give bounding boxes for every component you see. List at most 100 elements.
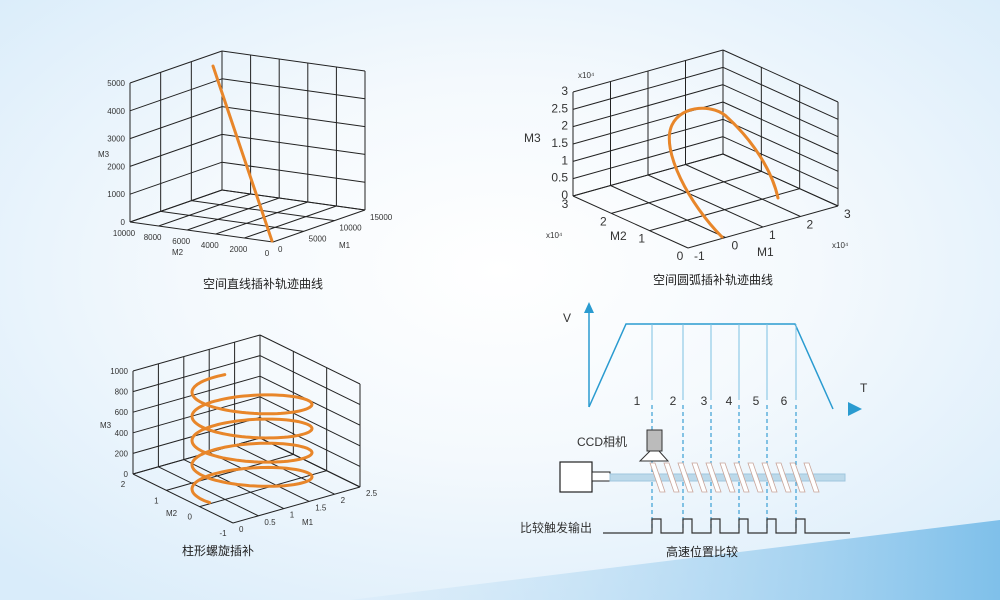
screw-thread [705, 462, 722, 493]
m1-exponent: x10⁴ [832, 241, 849, 250]
grid-line [244, 205, 337, 239]
m3-tick-label: 1000 [107, 190, 125, 199]
m3-axis-label: M3 [524, 131, 541, 145]
m1-tick-label: 2 [341, 496, 346, 505]
grid-line [572, 153, 724, 197]
m3-tick-label: 2.5 [551, 101, 568, 115]
grid-line [160, 210, 304, 232]
grid-line [132, 396, 261, 434]
m1-axis-label: M1 [339, 241, 351, 250]
m1-tick-label: 1 [769, 228, 776, 242]
screw-thread [691, 462, 708, 493]
grid-line [158, 466, 259, 517]
m3-tick-label: 0 [124, 470, 129, 479]
grid-line [129, 221, 274, 243]
m2-tick-label: 1 [638, 232, 645, 246]
m3-tick-label: 0.5 [551, 171, 568, 185]
motor-shaft [591, 471, 611, 482]
m2-tick-label: 0 [265, 249, 270, 258]
screw-thread [747, 462, 764, 493]
m2-tick-label: 2 [600, 214, 607, 228]
m3-axis-label: M3 [98, 150, 110, 159]
screw-thread [761, 462, 778, 493]
m2-exponent: x10⁴ [546, 231, 563, 240]
m2-axis-label: M2 [610, 229, 627, 243]
grid-line [234, 444, 335, 495]
v-axis-label: V [563, 311, 571, 325]
ccd-camera-label: CCD相机 [577, 435, 627, 449]
compare-point-label: 6 [781, 394, 788, 408]
m2-tick-label: 3 [562, 197, 569, 211]
grid-line [221, 133, 366, 155]
grid-line [259, 416, 361, 467]
grid-line [215, 201, 308, 235]
screw-thread [803, 462, 820, 493]
screw-thread [677, 462, 694, 493]
grid-line [649, 188, 800, 232]
m3-tick-label: 5000 [107, 79, 125, 88]
m3-tick-label: 200 [115, 449, 129, 458]
m3-tick-label: 1.5 [551, 136, 568, 150]
compare-point-label: 1 [634, 394, 641, 408]
m1-tick-label: 0 [239, 525, 244, 534]
screw-thread [663, 462, 680, 493]
grid-line [132, 473, 234, 524]
grid-line [259, 437, 361, 488]
m3-tick-label: 0 [561, 188, 568, 202]
m1-tick-label: 1 [290, 511, 295, 520]
t-axis-label: T [860, 381, 868, 395]
m3-tick-label: 0 [121, 218, 126, 227]
grid-line [132, 416, 261, 454]
grid-line [166, 453, 294, 491]
m1-axis-label: M1 [757, 245, 774, 259]
m3-axis-label: M3 [100, 421, 112, 430]
m2-axis-label: M2 [172, 248, 184, 257]
line-interpolation-plot: M3 M2 M1 空间直线插补轨迹曲线 01000200030004000500… [98, 50, 393, 291]
grid-line [572, 195, 689, 249]
line-plot-caption: 空间直线插补轨迹曲线 [203, 277, 323, 291]
grid-line [132, 375, 261, 413]
motor-icon [559, 461, 593, 493]
grid-line [722, 153, 839, 207]
grid-line [221, 161, 366, 183]
m2-axis-label: M2 [166, 509, 178, 518]
m2-tick-label: 0 [677, 249, 684, 263]
screw-thread [733, 462, 750, 493]
m3-tick-label: 400 [115, 429, 129, 438]
helix-interpolation-plot: M3 M2 M1 柱形螺旋插补 02004006008001000-101200… [100, 334, 378, 558]
grid-line [722, 118, 839, 172]
line-trajectory [211, 64, 274, 243]
decorative-wedge [350, 520, 1000, 600]
grid-line [722, 136, 839, 190]
grid-line [221, 106, 366, 128]
compare-point-label: 2 [670, 394, 677, 408]
m1-tick-label: 15000 [370, 213, 393, 222]
screw-thread [775, 462, 792, 493]
m1-tick-label: 5000 [309, 234, 327, 243]
grid-line [221, 189, 366, 211]
m1-tick-label: 0 [278, 245, 283, 254]
m2-tick-label: 1 [154, 496, 159, 505]
m2-tick-label: 2 [121, 480, 126, 489]
grid-line [259, 334, 361, 385]
m1-tick-label: -1 [694, 249, 705, 263]
screw-thread-icon [649, 462, 820, 493]
compare-point-label: 4 [726, 394, 733, 408]
ccd-camera-lens-icon [638, 450, 670, 462]
grid-line [722, 101, 839, 155]
t-axis-arrow-icon [848, 402, 862, 416]
grid-line [129, 50, 223, 84]
m2-tick-label: 0 [187, 513, 192, 522]
screw-thread [789, 462, 806, 493]
compare-diagram-title: 高速位置比较 [666, 544, 738, 559]
m2-tick-label: 8000 [144, 233, 162, 242]
m1-axis-label: M1 [302, 518, 314, 527]
trigger-pulse-signal [603, 518, 850, 534]
grid-line [132, 334, 261, 372]
m1-tick-label: 10000 [339, 224, 362, 233]
trigger-output-label: 比较触发输出 [520, 520, 592, 535]
m2-tick-label: -1 [219, 529, 227, 538]
